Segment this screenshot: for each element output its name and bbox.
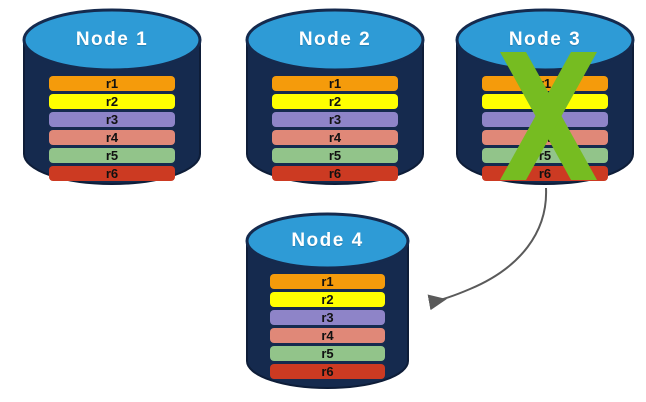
cylinder-top-disc [245,8,425,72]
node-rows-node1: r1 r2 r3 r4 r5 r6 [22,76,202,181]
row-bar-r6[interactable]: r6 [482,166,608,181]
cylinder-top-disc [245,212,410,270]
node-rows-node3: r1 r2 r3 r4 r5 r6 [455,76,635,181]
row-bar-r1[interactable]: r1 [49,76,175,91]
row-bar-r2[interactable]: r2 [49,94,175,109]
row-bar-r6[interactable]: r6 [272,166,398,181]
cylinder-top-disc [22,8,202,72]
row-bar-r6[interactable]: r6 [270,364,385,379]
row-bar-r2[interactable]: r2 [482,94,608,109]
cylinder-top-disc [455,8,635,72]
row-bar-r6[interactable]: r6 [49,166,175,181]
row-bar-r2[interactable]: r2 [272,94,398,109]
row-bar-r5[interactable]: r5 [270,346,385,361]
row-bar-r1[interactable]: r1 [270,274,385,289]
row-bar-r3[interactable]: r3 [482,112,608,127]
row-bar-r4[interactable]: r4 [49,130,175,145]
row-bar-r5[interactable]: r5 [482,148,608,163]
row-bar-r1[interactable]: r1 [482,76,608,91]
node-rows-node4: r1 r2 r3 r4 r5 r6 [245,274,410,379]
row-bar-r4[interactable]: r4 [482,130,608,145]
node-rows-node2: r1 r2 r3 r4 r5 r6 [245,76,425,181]
row-bar-r4[interactable]: r4 [270,328,385,343]
row-bar-r4[interactable]: r4 [272,130,398,145]
row-bar-r5[interactable]: r5 [49,148,175,163]
row-bar-r3[interactable]: r3 [270,310,385,325]
row-bar-r3[interactable]: r3 [272,112,398,127]
row-bar-r1[interactable]: r1 [272,76,398,91]
row-bar-r5[interactable]: r5 [272,148,398,163]
row-bar-r3[interactable]: r3 [49,112,175,127]
row-bar-r2[interactable]: r2 [270,292,385,307]
